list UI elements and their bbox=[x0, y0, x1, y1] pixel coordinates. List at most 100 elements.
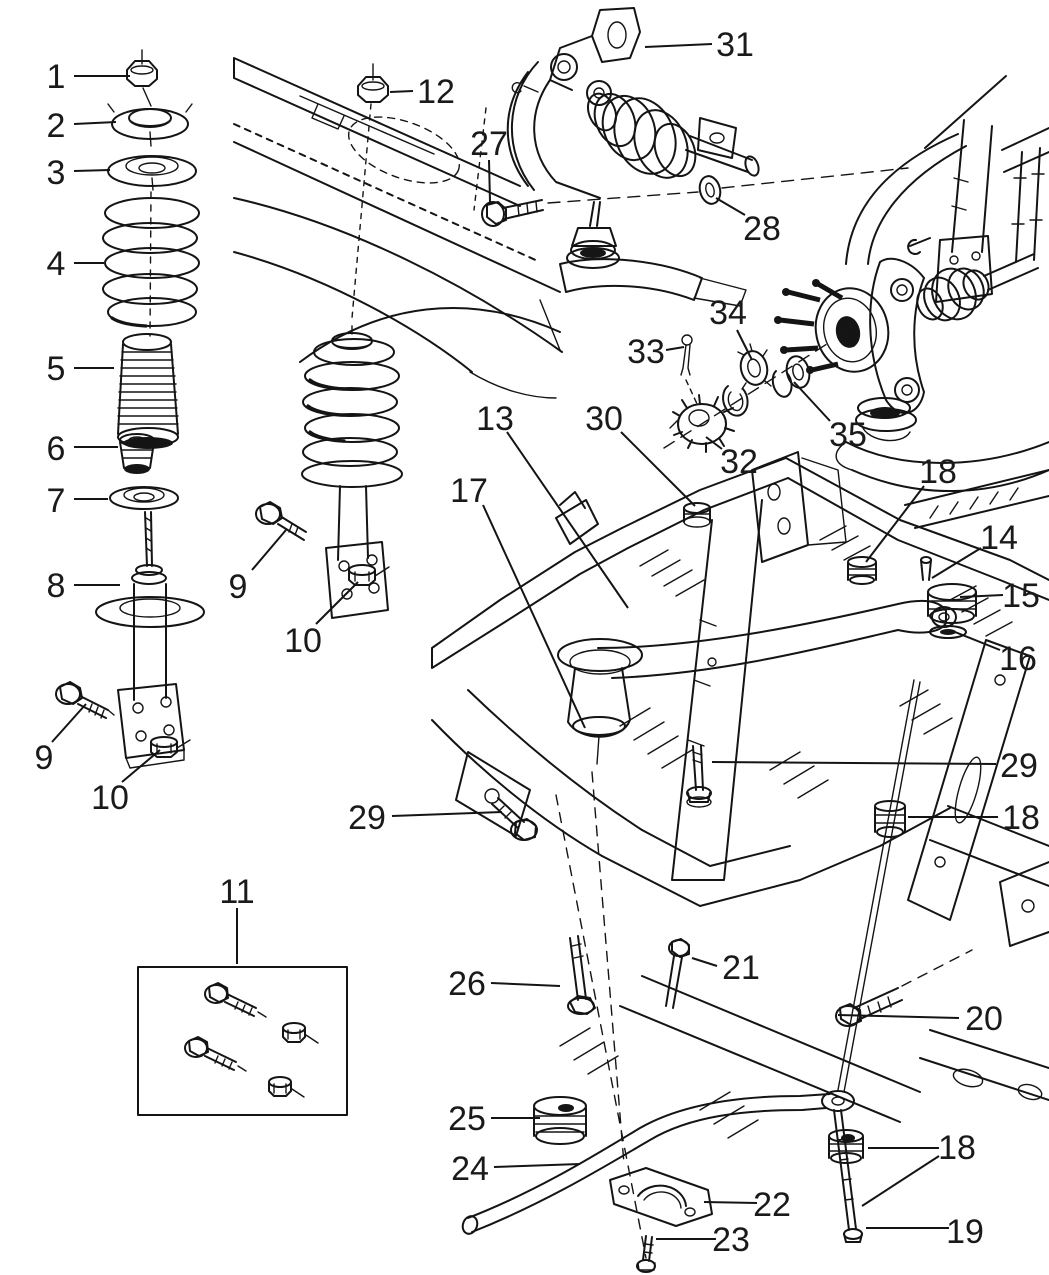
callout-leader-line bbox=[315, 581, 359, 625]
callout-leader-line bbox=[51, 703, 87, 743]
callout-leader-line bbox=[73, 169, 111, 172]
callout-leader-line bbox=[703, 1201, 758, 1204]
callout-leader-line bbox=[391, 811, 503, 817]
callout-32: 32 bbox=[705, 436, 758, 481]
callout-35: 35 bbox=[793, 381, 867, 454]
callout-number: 17 bbox=[450, 472, 488, 510]
corner-assembly bbox=[774, 75, 1049, 529]
callout-number: 10 bbox=[91, 779, 129, 817]
bolt-29-left bbox=[491, 797, 538, 841]
callout-18: 18 bbox=[861, 1129, 976, 1207]
callout-26: 26 bbox=[448, 965, 561, 1003]
callout-number: 28 bbox=[743, 210, 781, 248]
strut-mount bbox=[107, 103, 193, 147]
callout-number: 16 bbox=[999, 640, 1037, 678]
callout-20: 20 bbox=[837, 1000, 1003, 1038]
callout-9: 9 bbox=[229, 529, 287, 606]
bushing-18-upper bbox=[847, 556, 877, 585]
callout-23: 23 bbox=[656, 1221, 750, 1259]
strut-nut-lower bbox=[150, 736, 191, 758]
callout-leader-line bbox=[121, 749, 161, 783]
callout-number: 13 bbox=[476, 400, 514, 438]
washers-35 bbox=[771, 355, 811, 398]
callout-15: 15 bbox=[959, 577, 1040, 615]
kit-bolt-b bbox=[184, 1036, 247, 1072]
crossmember bbox=[431, 451, 1049, 1259]
callout-10: 10 bbox=[91, 749, 161, 817]
strut-damper bbox=[95, 511, 205, 769]
bushing-25 bbox=[533, 1096, 587, 1145]
callout-3: 3 bbox=[47, 154, 111, 192]
callout-leader-line bbox=[837, 1014, 960, 1019]
callout-leader-line bbox=[620, 431, 696, 507]
callout-8: 8 bbox=[47, 567, 120, 605]
callout-16: 16 bbox=[949, 629, 1037, 678]
strut-nut-mid bbox=[348, 564, 390, 586]
strut-bolt-mid bbox=[255, 501, 307, 541]
bolt-26 bbox=[567, 935, 596, 1015]
callout-number: 2 bbox=[47, 107, 66, 145]
nut-retainer-34 bbox=[737, 343, 772, 390]
strut-rod-nut bbox=[126, 49, 158, 107]
callout-number: 18 bbox=[938, 1129, 976, 1167]
strut-boot bbox=[117, 333, 179, 449]
callout-leader-line bbox=[715, 197, 746, 216]
callout-18: 18 bbox=[908, 799, 1040, 837]
callout-1: 1 bbox=[47, 58, 130, 96]
clamp-22 bbox=[609, 1167, 713, 1227]
callout-leader-line bbox=[490, 982, 561, 987]
callout-leader-line bbox=[389, 90, 414, 93]
strut-bolt bbox=[55, 681, 115, 719]
callout-6: 6 bbox=[47, 430, 118, 468]
jounce-bumper bbox=[119, 433, 155, 474]
callout-leader-line bbox=[482, 504, 586, 729]
lateral-arm bbox=[597, 599, 957, 679]
callout-number: 26 bbox=[448, 965, 486, 1003]
callout-17: 17 bbox=[450, 472, 586, 729]
callout-number: 7 bbox=[47, 482, 66, 520]
callout-number: 32 bbox=[720, 443, 758, 481]
bushing-18-lower bbox=[828, 1129, 864, 1164]
callout-12: 12 bbox=[389, 73, 455, 111]
callout-number: 12 bbox=[417, 73, 455, 111]
bolt-29-right bbox=[686, 745, 712, 808]
callout-4: 4 bbox=[47, 245, 104, 283]
lower-spring-seat bbox=[109, 486, 179, 510]
callout-leader-line bbox=[488, 159, 491, 203]
callout-number: 25 bbox=[448, 1100, 486, 1138]
callout-leader-line bbox=[736, 329, 753, 361]
callout-number: 11 bbox=[219, 873, 254, 911]
bushing-30 bbox=[683, 502, 711, 528]
callout-27: 27 bbox=[470, 125, 508, 203]
callout-number: 9 bbox=[35, 739, 54, 777]
callout-29: 29 bbox=[711, 747, 1038, 785]
callout-leader-line bbox=[691, 957, 718, 967]
bar-eye bbox=[821, 1090, 855, 1112]
callout-number: 5 bbox=[47, 350, 66, 388]
callout-number: 19 bbox=[946, 1213, 984, 1251]
callout-22: 22 bbox=[703, 1186, 791, 1224]
callout-11: 11 bbox=[219, 873, 255, 964]
callout-18: 18 bbox=[865, 453, 957, 563]
callout-number: 34 bbox=[709, 294, 747, 332]
callout-9: 9 bbox=[35, 703, 87, 777]
callout-leader-line bbox=[865, 485, 925, 563]
callout-19: 19 bbox=[866, 1213, 984, 1251]
callout-leader-line bbox=[705, 436, 723, 450]
washer-16 bbox=[929, 625, 967, 639]
callout-number: 21 bbox=[722, 949, 760, 987]
pin-21 bbox=[665, 938, 690, 1009]
mount-nut-12 bbox=[351, 63, 487, 319]
callout-leader-line bbox=[506, 431, 629, 609]
callout-number: 18 bbox=[919, 453, 957, 491]
callout-number: 6 bbox=[47, 430, 66, 468]
kit-nut-a bbox=[282, 1022, 319, 1044]
callout-leader-line bbox=[493, 1163, 581, 1168]
cotter-pin-33 bbox=[680, 334, 699, 407]
tone-ring-32 bbox=[669, 394, 735, 453]
callout-30: 30 bbox=[585, 400, 696, 507]
callout-28: 28 bbox=[715, 197, 781, 248]
coil-spring bbox=[102, 191, 200, 337]
kit-nut-b bbox=[268, 1076, 305, 1098]
